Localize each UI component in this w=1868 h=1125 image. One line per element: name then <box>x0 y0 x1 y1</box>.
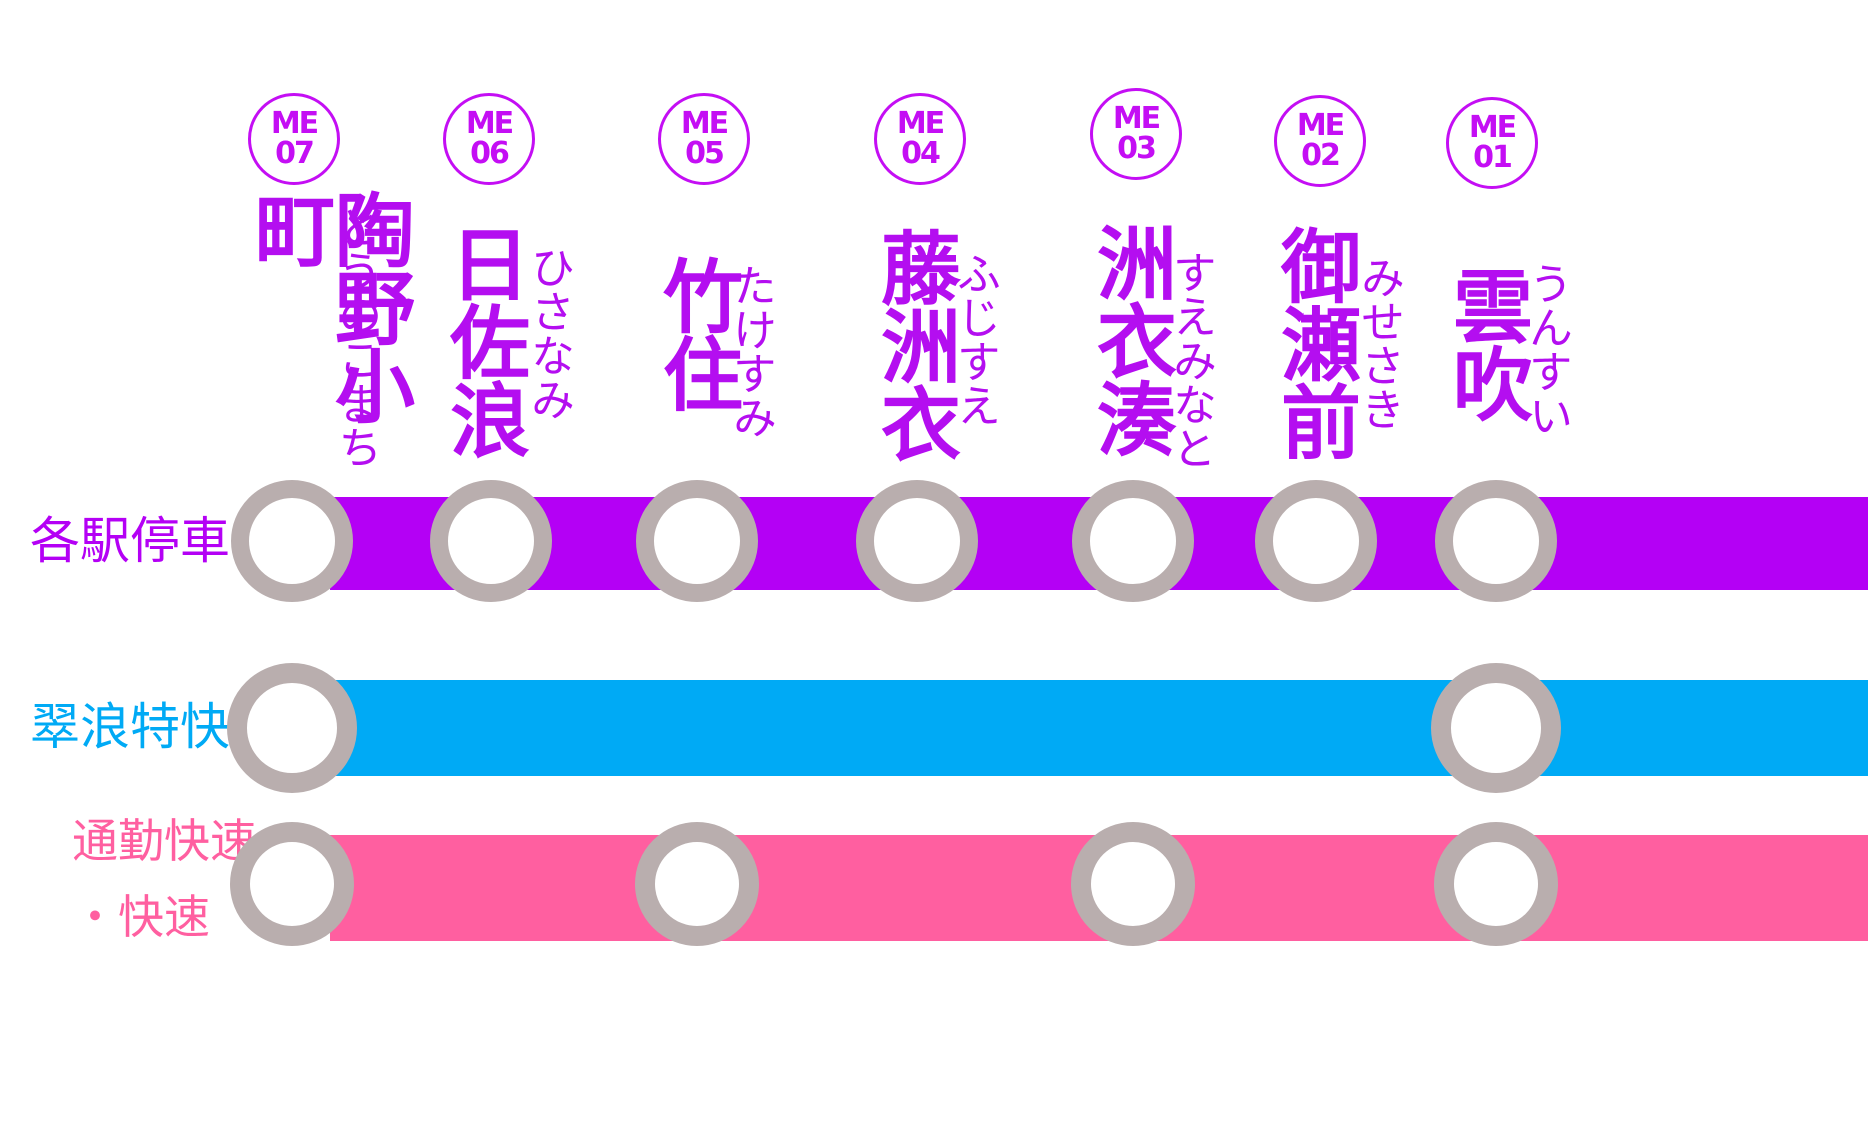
station-number-badge: ME 01 <box>1446 97 1538 189</box>
badge-station-number: 04 <box>901 136 941 171</box>
station-number-badge: ME 06 <box>443 93 535 185</box>
station-name: 洲衣湊 <box>1084 222 1177 456</box>
station-reading: みせさき <box>1353 255 1404 431</box>
station-number-badge: ME 07 <box>248 93 340 185</box>
station-name: 藤洲衣 <box>868 227 961 461</box>
stop-marker-limited-me01 <box>1431 663 1561 793</box>
badge-station-number: 06 <box>470 136 510 171</box>
station-number-badge: ME 03 <box>1090 88 1182 180</box>
station-me07: ME 07 陶野小町 とうのこまち <box>240 85 440 485</box>
station-name: 日佐浪 <box>437 223 530 457</box>
badge-line-code: ME <box>1468 110 1517 145</box>
station-me01: ME 01 雲吹 うんすい <box>1438 89 1638 489</box>
stop-marker-commuter-me01 <box>1434 822 1558 946</box>
badge-line-code: ME <box>465 106 514 141</box>
station-reading: うんすい <box>1521 261 1572 437</box>
stop-marker-local-me04 <box>856 480 978 602</box>
route-band-limited <box>330 680 1868 776</box>
station-number-badge: ME 04 <box>874 93 966 185</box>
badge-station-number: 05 <box>685 136 725 171</box>
badge-line-code: ME <box>896 106 945 141</box>
station-reading: とうのこまち <box>330 205 381 469</box>
station-reading: ひさなみ <box>523 245 574 421</box>
service-label-commuter: 通勤快速 <box>72 814 256 868</box>
badge-station-number: 03 <box>1117 131 1157 166</box>
stop-marker-limited-me07 <box>227 663 357 793</box>
stop-marker-local-me06 <box>430 480 552 602</box>
station-me03: ME 03 洲衣湊 すえみなと <box>1082 80 1282 480</box>
service-label-limited: 翠浪特快 <box>30 698 230 756</box>
stop-marker-commuter-me07 <box>230 822 354 946</box>
badge-station-number: 07 <box>275 136 315 171</box>
station-name: 雲吹 <box>1440 265 1533 421</box>
stop-marker-commuter-me05 <box>635 822 759 946</box>
station-me05: ME 05 竹住 たけすみ <box>650 85 850 485</box>
badge-line-code: ME <box>1112 101 1161 136</box>
station-reading: たけすみ <box>725 263 776 439</box>
station-name: 御瀬前 <box>1268 225 1361 459</box>
badge-station-number: 01 <box>1473 140 1513 175</box>
station-me02: ME 02 御瀬前 みせさき <box>1266 87 1466 487</box>
stop-marker-commuter-me03 <box>1071 822 1195 946</box>
station-reading: すえみなと <box>1165 250 1216 470</box>
badge-line-code: ME <box>1296 108 1345 143</box>
service-label-rapid: ・快速 <box>72 890 210 944</box>
station-number-badge: ME 05 <box>658 93 750 185</box>
station-name: 竹住 <box>650 255 743 411</box>
stop-marker-local-me07 <box>231 480 353 602</box>
station-number-badge: ME 02 <box>1274 95 1366 187</box>
badge-line-code: ME <box>270 106 319 141</box>
station-name: 陶野小町 <box>242 189 415 423</box>
service-label-local: 各駅停車 <box>30 512 230 570</box>
badge-station-number: 02 <box>1301 138 1341 173</box>
station-me06: ME 06 日佐浪 ひさなみ <box>435 85 635 485</box>
stop-marker-local-me05 <box>636 480 758 602</box>
stop-marker-local-me02 <box>1255 480 1377 602</box>
station-me04: ME 04 藤洲衣 ふじすえ <box>866 85 1066 485</box>
stop-marker-local-me01 <box>1435 480 1557 602</box>
stop-markers <box>227 480 1561 946</box>
station-reading: ふじすえ <box>949 251 1000 427</box>
stop-marker-local-me03 <box>1072 480 1194 602</box>
badge-line-code: ME <box>680 106 729 141</box>
